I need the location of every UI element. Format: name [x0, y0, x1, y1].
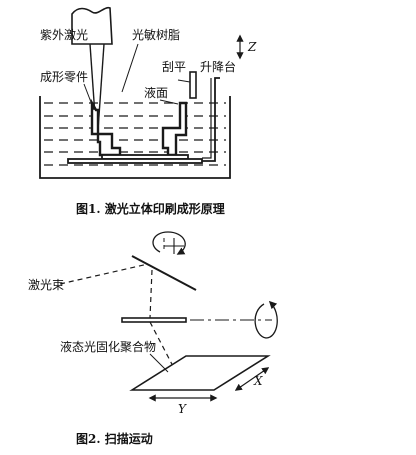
- figure1-apparatus: [39, 6, 244, 179]
- scraper-blade: [189, 71, 197, 99]
- label-elevator: 升降台: [200, 60, 237, 74]
- rotation-arrow-upper: [152, 231, 186, 255]
- figure2-scanning: [59, 231, 278, 402]
- beam-middle: [149, 269, 153, 319]
- label-laser-beam: 激光束: [28, 278, 65, 292]
- x-axis-arrow: [234, 367, 270, 391]
- beam-incoming: [59, 263, 149, 285]
- label-polymer: 液态光固化聚合物: [60, 340, 157, 354]
- label-liquid-surface: 液面: [144, 86, 169, 100]
- label-photosensitive-resin: 光敏树脂: [132, 28, 181, 42]
- liquid-surface-leader: [159, 99, 179, 105]
- liquid-dashes: [44, 102, 226, 166]
- beam-lower: [149, 321, 177, 373]
- figure1-caption: 图1. 激光立体印刷成形原理: [76, 202, 225, 216]
- elevator-rod-inner: [202, 78, 212, 159]
- polymer-leader: [149, 353, 169, 373]
- laser-source: [71, 6, 113, 45]
- rotation-arrow-right: [254, 300, 278, 339]
- label-z-axis: Z: [248, 40, 257, 54]
- label-uv-laser: 紫外激光: [40, 28, 89, 42]
- working-plane: [129, 355, 271, 391]
- mirror-lower: [121, 317, 187, 323]
- elevator-platform-base: [67, 158, 203, 164]
- resin-leader: [121, 43, 139, 93]
- label-y-axis: Y: [178, 402, 186, 416]
- formed-part: [90, 98, 122, 157]
- mirror-upper: [131, 255, 197, 291]
- label-scraper: 刮平: [162, 60, 187, 74]
- figure2-caption: 图2. 扫描运动: [76, 432, 153, 446]
- scraper-leader: [177, 79, 191, 83]
- label-formed-part: 成形零件: [40, 70, 89, 84]
- label-x-axis: X: [254, 374, 263, 388]
- elevator-rod: [202, 77, 220, 162]
- formed-part-leader: [83, 83, 95, 111]
- resin-tank: [39, 96, 231, 179]
- formed-part-right: [161, 101, 188, 157]
